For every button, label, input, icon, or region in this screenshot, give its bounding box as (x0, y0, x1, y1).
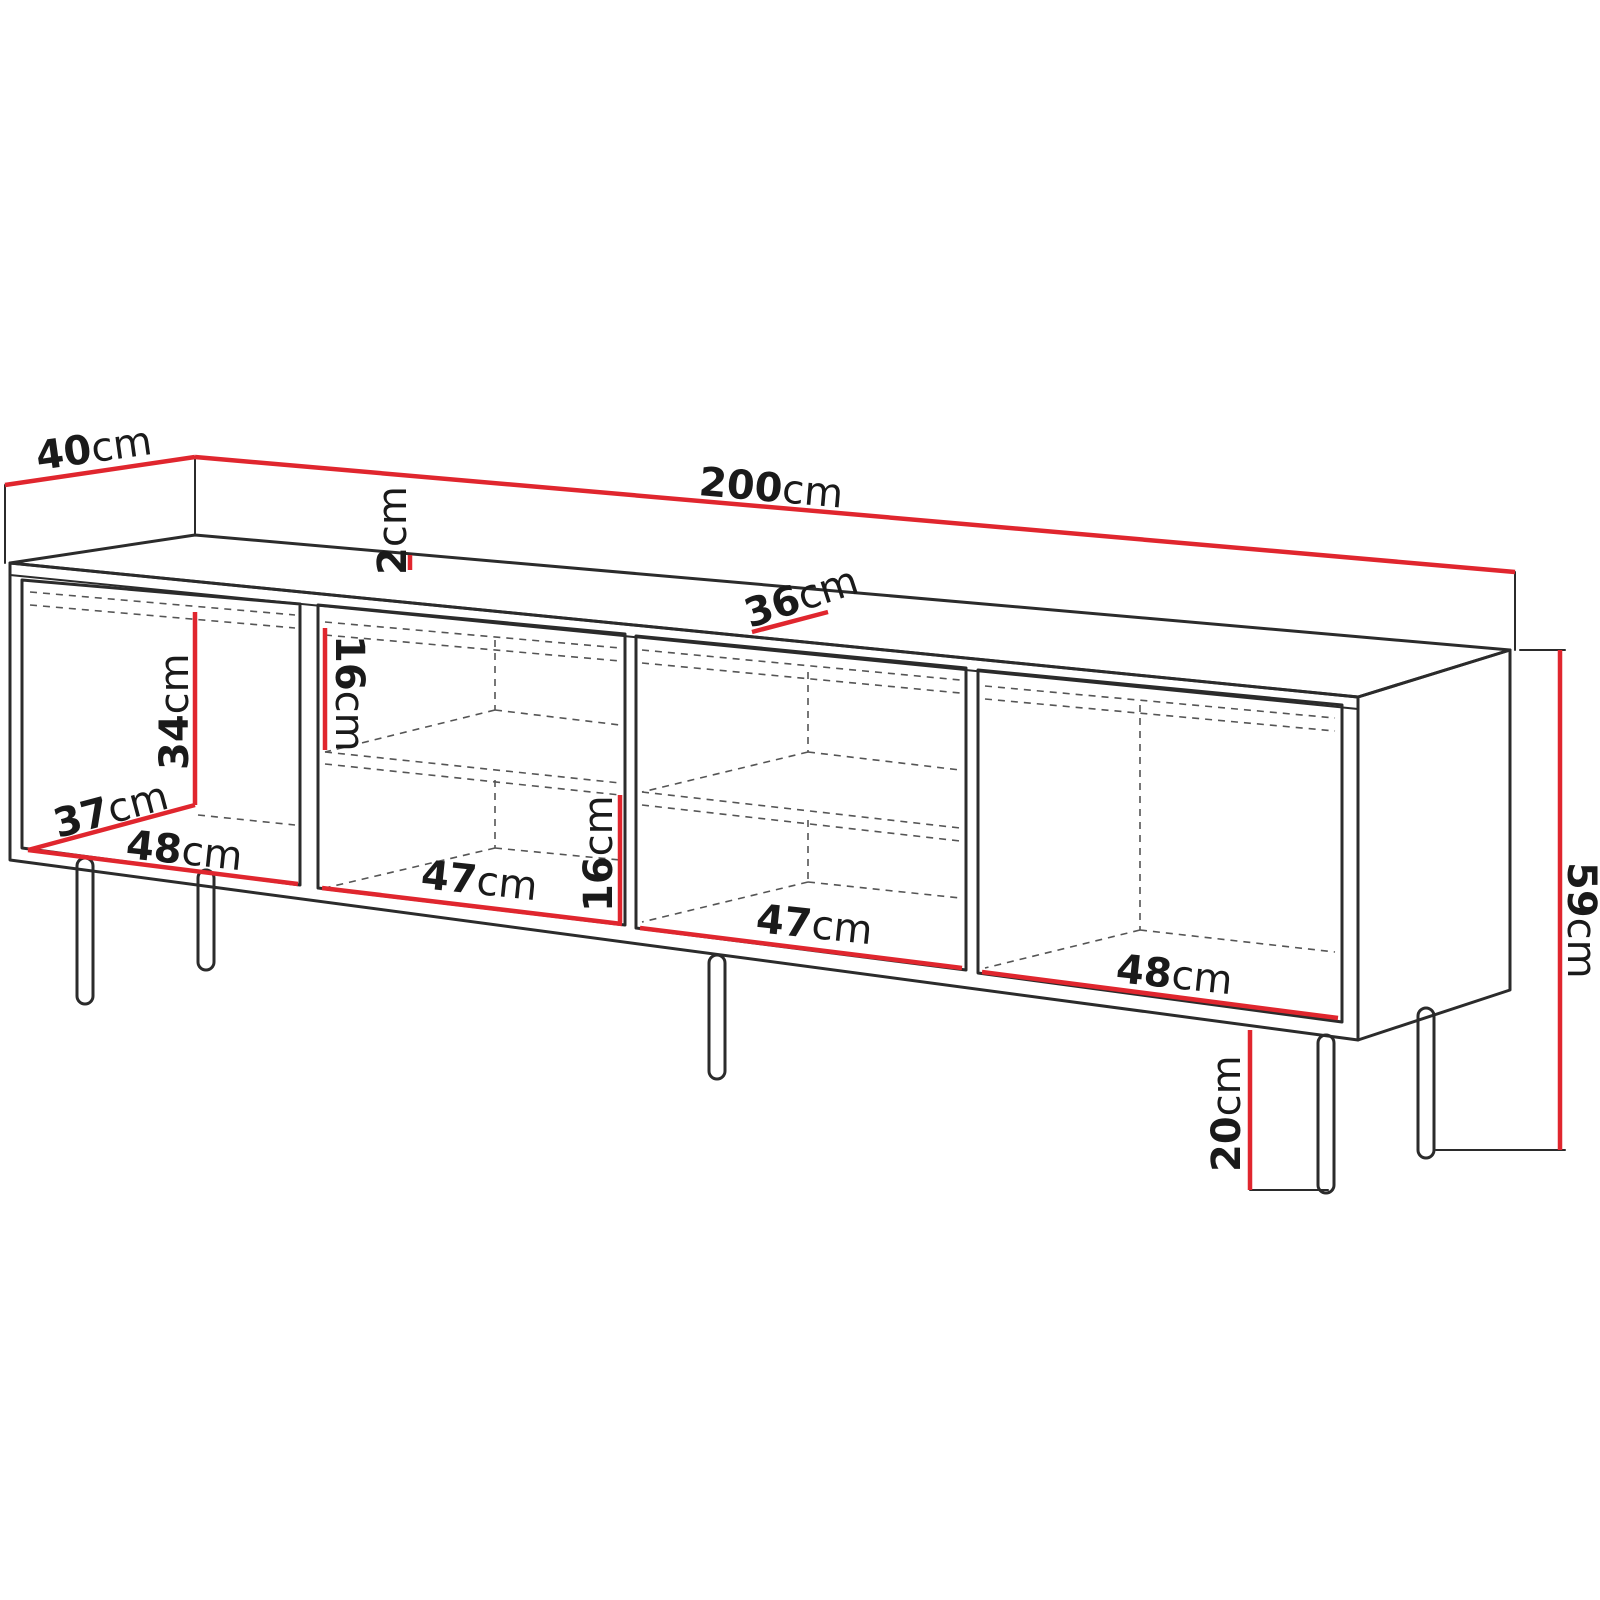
leg-back-left (196, 868, 216, 972)
dim-line-mid-right-width (639, 925, 963, 971)
label-shelf-upper: 16cm (326, 635, 372, 752)
label-width: 200cm (697, 459, 845, 517)
label-shelf-lower: 16cm (576, 795, 622, 912)
label-leg-height: 20cm (1204, 1055, 1250, 1172)
label-inner-depth: 36cm (739, 558, 864, 638)
label-mid-right-width: 47cm (754, 896, 875, 954)
label-mid-left-width: 47cm (419, 852, 540, 910)
dim-line-right-width (981, 969, 1339, 1021)
dimension-labels: 40cm 200cm 2cm 36cm 59cm 20cm 34cm 37cm … (33, 418, 1600, 1172)
leg-back-right (1416, 1006, 1436, 1160)
label-right-width: 48cm (1114, 946, 1235, 1004)
legs (75, 856, 1436, 1195)
dim-line-inner-depth (751, 609, 829, 635)
cabinet-body (8, 533, 1512, 1042)
leg-front-right (1316, 1033, 1336, 1195)
dimension-lines (4, 454, 1566, 1191)
dim-line-mid-left-width (321, 885, 623, 927)
compartment-2 (316, 603, 627, 927)
label-height: 59cm (1558, 862, 1600, 979)
dim-line-depth (4, 454, 196, 488)
compartment-3 (634, 634, 968, 972)
label-left-height: 34cm (152, 653, 198, 770)
dim-line-left-depth (27, 802, 196, 853)
leg-front-left (75, 856, 95, 1006)
label-top-thickness: 2cm (370, 486, 416, 575)
compartment-1 (20, 578, 302, 887)
dim-line-width (194, 454, 1516, 575)
dim-line-left-width (27, 847, 299, 887)
right-side-face (1356, 648, 1512, 1042)
label-left-width: 48cm (124, 822, 245, 880)
leg-front-middle (707, 953, 727, 1081)
label-depth: 40cm (33, 418, 155, 480)
compartment-4 (976, 668, 1344, 1024)
